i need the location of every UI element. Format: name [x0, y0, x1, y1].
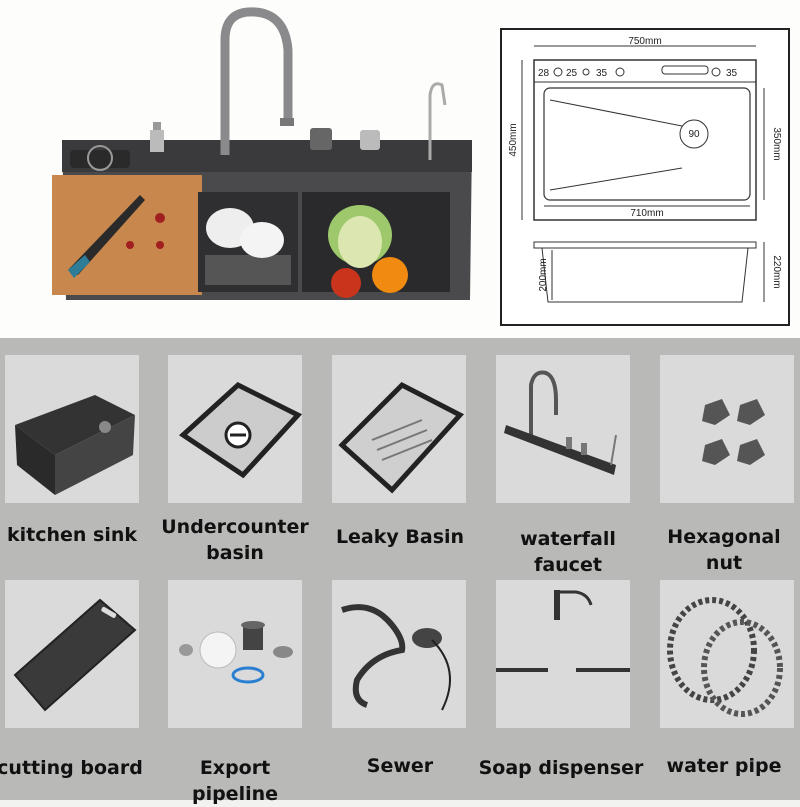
sink-bowl-icon	[5, 355, 139, 503]
hole-2-label: 25	[566, 68, 578, 79]
component-label-hexagonal-nut: Hexagonal nut	[667, 526, 781, 574]
inner-height-label: 200mm	[538, 258, 549, 291]
component-label-cutting-board: cutting board	[0, 757, 143, 779]
drain-size-label: 90	[688, 129, 700, 140]
braided-hose-icon	[660, 580, 794, 728]
dimension-drawing: 750mm 28 25 35 35 90 350mm 450mm 710mm 2…	[500, 28, 790, 326]
component-label-water-pipe: water pipe	[666, 755, 782, 777]
total-depth-label: 450mm	[508, 123, 519, 156]
inner-depth-label: 350mm	[771, 127, 782, 160]
undercounter-basin-icon	[168, 355, 302, 503]
hole-1-label: 28	[538, 68, 550, 79]
colander-basket-icon	[332, 355, 466, 503]
component-label-kitchen-sink: kitchen sink	[6, 524, 138, 546]
component-label-waterfall-faucet: waterfall faucet	[520, 528, 616, 576]
faucet-icon	[496, 355, 630, 503]
inner-width-label: 710mm	[630, 208, 663, 219]
drain-parts-icon	[168, 580, 302, 728]
component-label-export-pipeline: Export pipeline	[191, 757, 279, 805]
hole-4-label: 35	[726, 68, 738, 79]
sewer-hose-icon	[332, 580, 466, 728]
hex-nut-icon	[660, 355, 794, 503]
component-label-sewer: Sewer	[366, 755, 434, 777]
component-label-soap-dispenser: Soap dispenser	[478, 757, 644, 779]
hole-3-label: 35	[596, 68, 608, 79]
total-height-label: 220mm	[771, 255, 782, 288]
soap-dispenser-icon	[496, 580, 630, 728]
component-label-leaky-basin: Leaky Basin	[335, 526, 465, 548]
total-width-label: 750mm	[628, 36, 661, 47]
cutting-board-icon	[5, 580, 139, 728]
sink-product-photo	[52, 7, 472, 300]
component-label-undercounter-basin: Undercounter basin	[161, 516, 309, 564]
